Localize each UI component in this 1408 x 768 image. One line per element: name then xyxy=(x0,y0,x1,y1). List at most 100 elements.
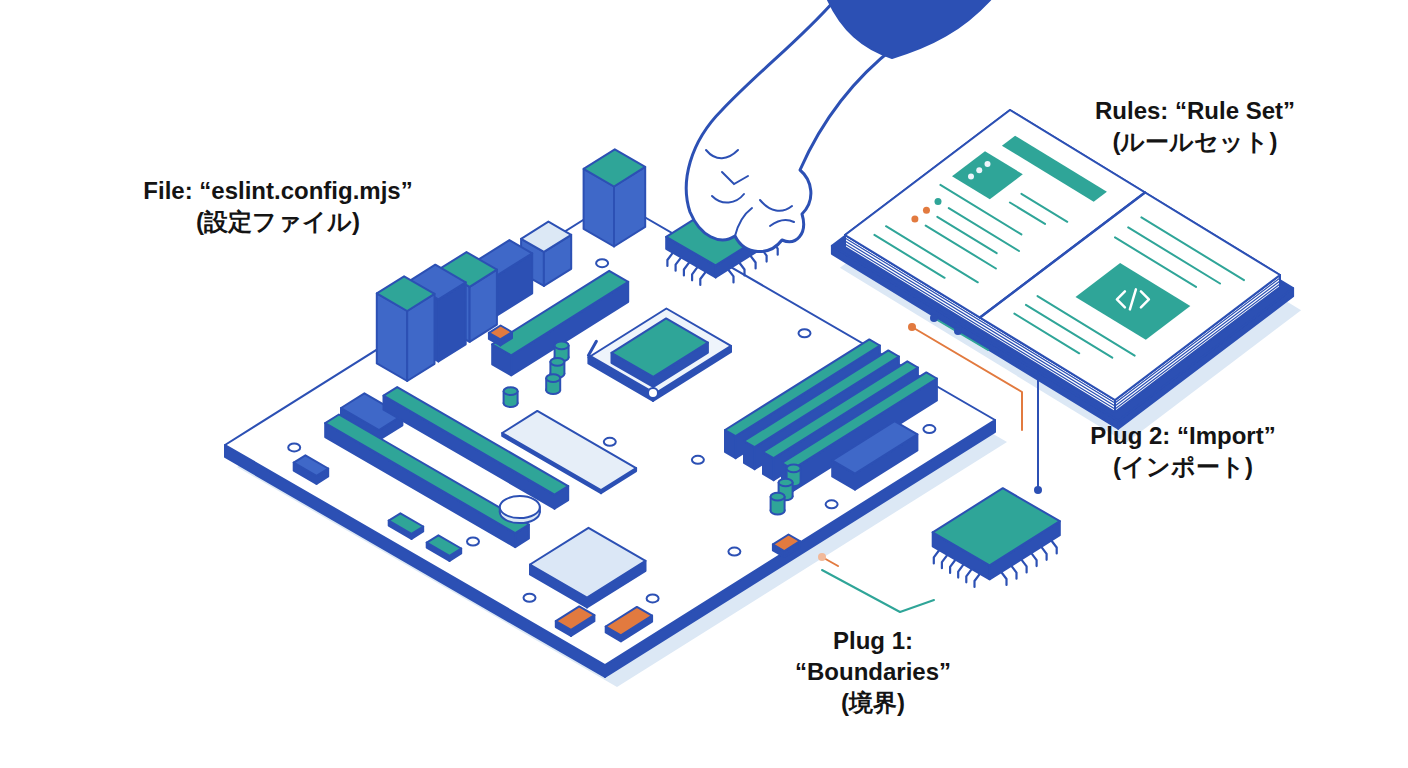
mounting-hole xyxy=(604,438,616,446)
text-line xyxy=(886,226,978,282)
cylinder-top xyxy=(500,496,540,518)
cpu-socket xyxy=(588,309,731,401)
capacitor xyxy=(504,387,518,407)
knuckle-line xyxy=(722,172,748,184)
fingernail xyxy=(770,220,794,226)
text-line xyxy=(940,185,1021,235)
text-line xyxy=(926,226,996,269)
cylinder-top xyxy=(504,387,518,395)
leader-line xyxy=(958,331,1038,490)
pin-header-top xyxy=(294,455,329,476)
mounting-hole xyxy=(467,538,479,546)
page-title-bar xyxy=(1002,136,1107,202)
leader-line xyxy=(934,318,988,350)
pin-header-top xyxy=(389,513,424,534)
code-icon xyxy=(1117,291,1125,307)
bullet-dot xyxy=(935,198,942,205)
knuckle-line xyxy=(706,150,738,158)
ram-slot xyxy=(782,372,937,491)
mounting-hole xyxy=(647,594,659,602)
leader-dot xyxy=(818,553,826,561)
leader-line xyxy=(912,327,1022,430)
pin-header xyxy=(294,455,329,484)
page-box xyxy=(952,151,1023,199)
knuckle-line xyxy=(712,194,744,203)
io-port-block xyxy=(377,276,435,381)
plugin-chip xyxy=(933,488,1060,587)
leader-dot xyxy=(930,314,938,322)
rule-book xyxy=(832,110,1301,443)
mounting-hole xyxy=(288,443,300,451)
cpu-chip-top xyxy=(612,318,708,377)
small-component-top xyxy=(556,606,595,630)
pin-header xyxy=(389,513,424,539)
cylinder-top xyxy=(550,358,564,366)
code-icon-box xyxy=(1076,263,1191,340)
cmos-battery xyxy=(500,496,540,523)
leader-line xyxy=(822,570,934,612)
io-port-block-top xyxy=(521,222,571,252)
page-dot xyxy=(968,174,974,180)
io-port-block-top xyxy=(584,149,646,186)
heatsink-bar-top xyxy=(492,271,628,356)
mounting-hole xyxy=(826,500,838,508)
mounting-hole xyxy=(692,456,704,464)
pin-header xyxy=(427,535,462,561)
text-line xyxy=(1010,203,1045,224)
chipset-top xyxy=(530,528,646,598)
small-component xyxy=(489,326,512,346)
mounting-hole xyxy=(799,329,811,337)
io-port-block-top xyxy=(377,276,435,311)
plugin-chip-body xyxy=(933,488,1060,579)
capacitor xyxy=(771,493,785,515)
leader-lines xyxy=(818,314,1042,612)
finger-line xyxy=(760,200,792,211)
text-line xyxy=(1141,217,1244,280)
socket-lever-end xyxy=(648,388,658,398)
page-stack xyxy=(845,110,1280,412)
cylinder-top xyxy=(771,493,785,501)
leader-dot xyxy=(1034,486,1042,494)
cylinder-top xyxy=(546,374,560,382)
cylinder-top xyxy=(779,479,793,487)
text-line xyxy=(1021,194,1067,222)
bullet-dot xyxy=(911,216,918,223)
pcie-slot-top xyxy=(325,415,529,534)
ram-slot-side xyxy=(793,379,937,492)
small-component xyxy=(773,535,800,558)
small-component xyxy=(606,607,652,641)
cpu-socket-top xyxy=(588,309,731,395)
pin-header-top xyxy=(427,535,462,556)
text-line xyxy=(874,235,944,278)
cylinder-top xyxy=(555,342,569,350)
small-component-top xyxy=(773,535,800,552)
callout-label: Rules: “Rule Set” (ルールセット) xyxy=(1060,95,1330,157)
leader-dot xyxy=(954,327,962,335)
plugin-chip-body-top xyxy=(933,488,1060,565)
finger-line xyxy=(735,208,752,236)
pcie-slot xyxy=(325,415,529,548)
socket-lever xyxy=(588,341,653,393)
mounting-hole xyxy=(923,425,935,433)
callout-label: Plug 2: “Import” (インポート) xyxy=(1058,420,1308,482)
capacitor xyxy=(546,374,560,394)
code-icon xyxy=(1141,291,1149,307)
small-component xyxy=(556,606,595,636)
text-line xyxy=(1014,314,1079,354)
mounting-hole xyxy=(728,548,740,556)
pcie-slot xyxy=(384,387,569,509)
mounting-hole xyxy=(596,259,608,267)
pcie-slot-side xyxy=(325,423,515,547)
page-dot xyxy=(976,167,982,173)
small-component-top xyxy=(606,607,652,635)
power-connector-top xyxy=(832,421,917,473)
callout-label: Plug 1: “Boundaries” (境界) xyxy=(778,625,968,718)
power-connector xyxy=(832,421,917,489)
page-dot xyxy=(985,161,991,167)
code-icon xyxy=(1130,289,1136,309)
sleeve xyxy=(828,0,990,58)
bullet-dot xyxy=(923,207,930,214)
small-component-top xyxy=(489,326,512,340)
cylinder-top xyxy=(787,464,801,472)
